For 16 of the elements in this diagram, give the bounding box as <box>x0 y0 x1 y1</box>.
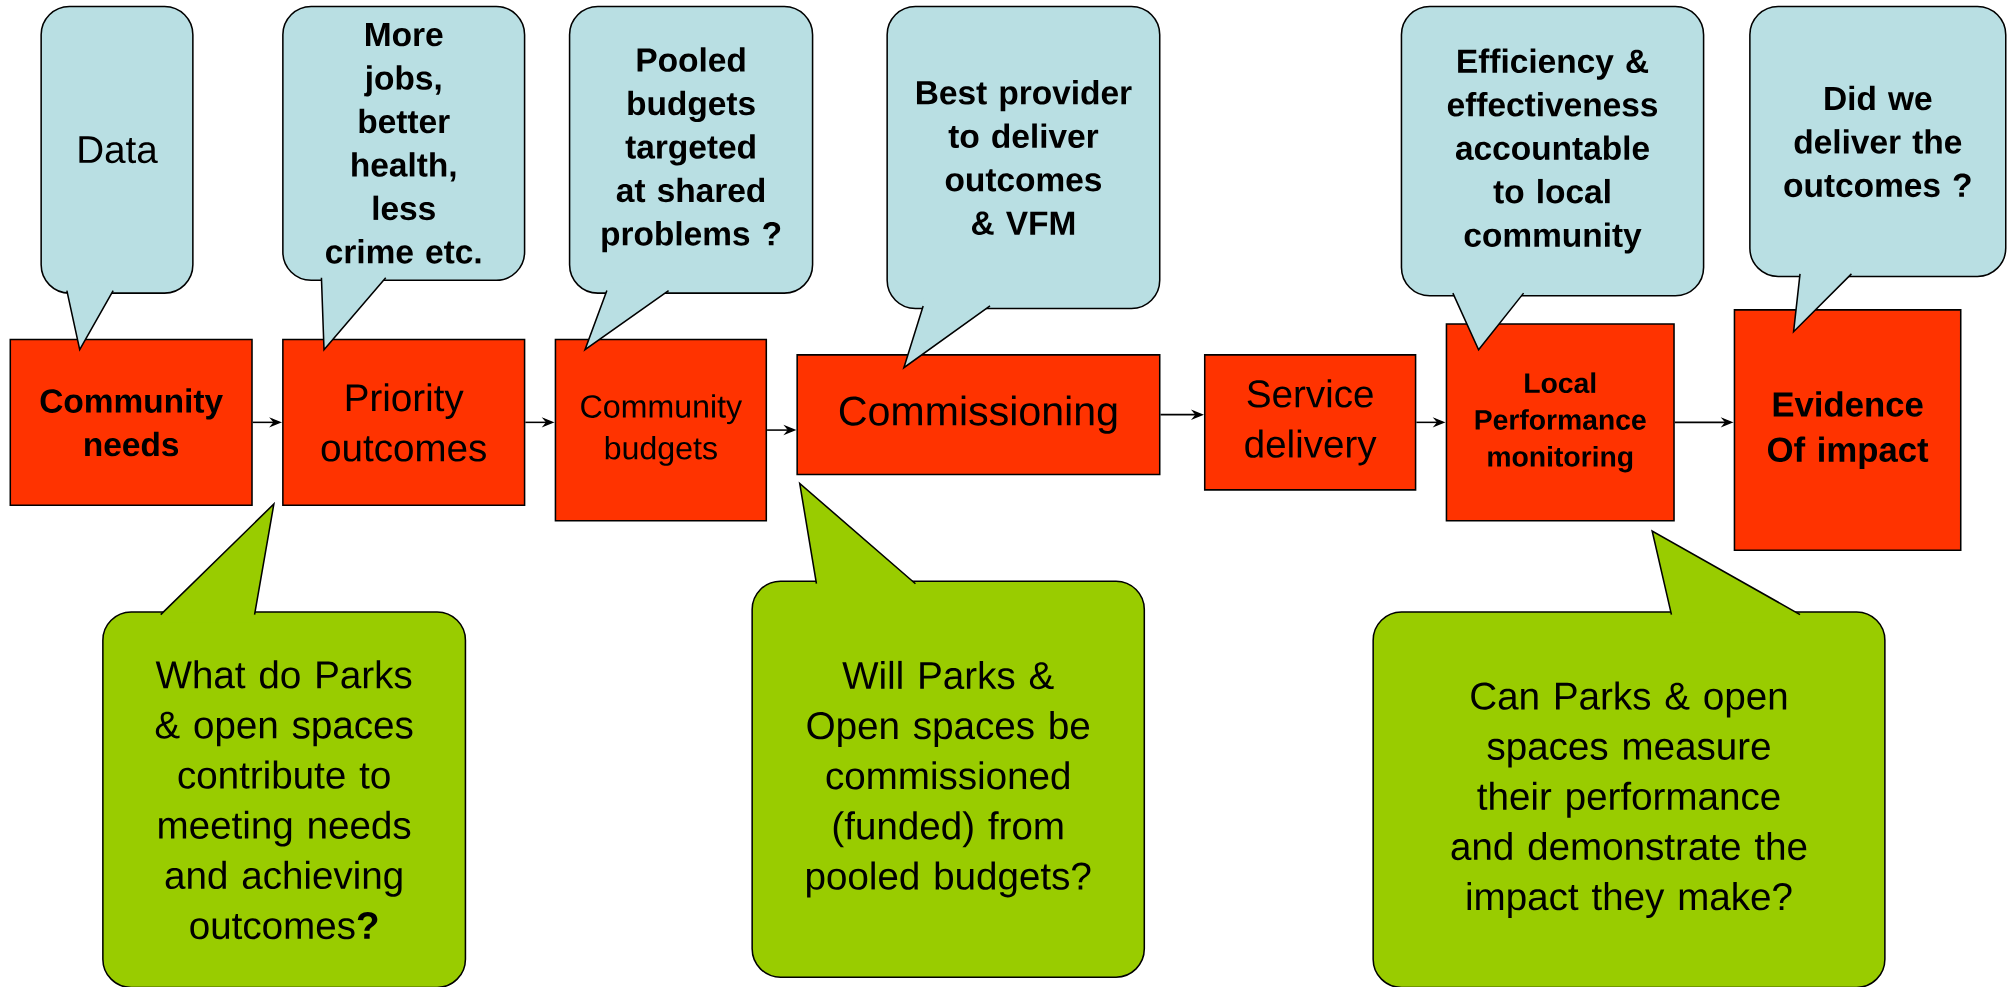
speech-bubble: Will Parks & Open spaces be commissioned (funded) from pooled budgets? <box>751 481 1146 978</box>
speech-bubble: Efficiency & effectiveness accountable to local community <box>1400 5 1705 351</box>
speech-bubble: More jobs, better health, less crime etc. <box>282 5 526 352</box>
speech-bubble: Did we deliver the outcomes ? <box>1749 5 2007 334</box>
process-box: Local Performance monitoring <box>1445 323 1675 522</box>
speech-bubble: Data <box>40 5 194 352</box>
process-box: Priority outcomes <box>282 338 526 506</box>
process-box: Evidence Of impact <box>1733 308 1962 551</box>
process-box: Commissioning <box>796 353 1161 475</box>
speech-bubble: What do Parks & open spaces contribute to meeting needs and achieving outcomes? <box>102 501 467 987</box>
process-box: Community budgets <box>554 338 768 522</box>
speech-bubble: Best provider to deliver outcomes & VFM <box>886 5 1161 370</box>
process-box: Service delivery <box>1203 353 1417 491</box>
speech-bubble: Can Parks & open spaces measure their performance and demonstrate the impact they make? <box>1372 529 1886 987</box>
process-box: Community needs <box>9 338 253 506</box>
speech-bubble: Pooled budgets targeted at shared problems ? <box>568 5 814 352</box>
